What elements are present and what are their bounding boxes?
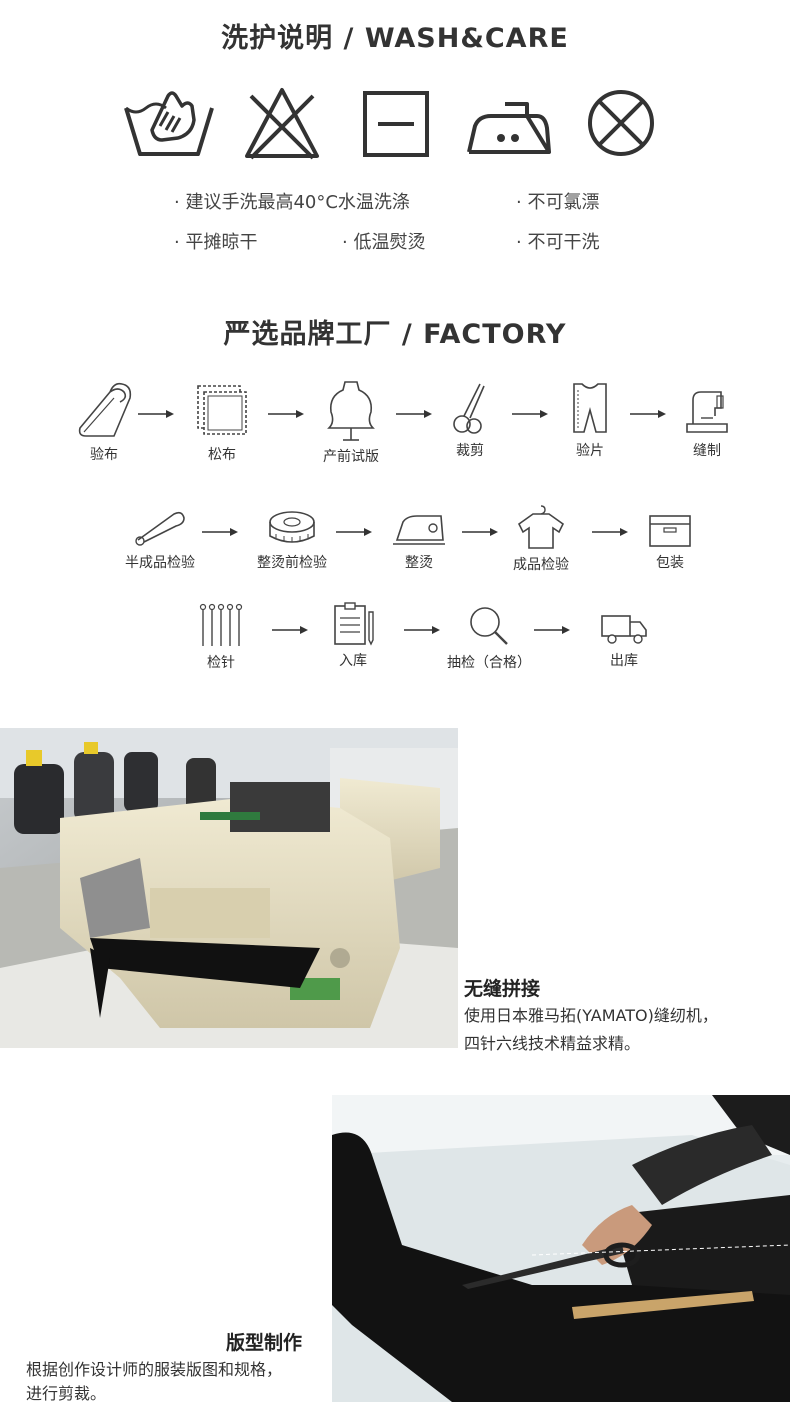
step-sewing: 缝制 bbox=[647, 380, 767, 460]
dry-flat-icon bbox=[362, 90, 430, 158]
step-label: 整烫 bbox=[405, 555, 433, 571]
no-bleach-icon bbox=[243, 84, 321, 162]
flow-arrow-icon bbox=[272, 626, 308, 634]
step-pre-production-sample: 产前试版 bbox=[291, 378, 411, 466]
sewing-machine-photo bbox=[0, 728, 458, 1048]
flow-arrow-icon bbox=[630, 410, 666, 418]
fabric-roll-icon bbox=[78, 382, 132, 437]
flow-arrow-icon bbox=[202, 528, 238, 536]
flow-arrow-icon bbox=[462, 528, 498, 536]
fabric-sheets-icon bbox=[197, 385, 247, 435]
care-bullet-iron-low: · 低温熨烫 bbox=[342, 232, 426, 253]
step-label: 半成品检验 bbox=[125, 555, 195, 571]
no-dry-clean-icon bbox=[586, 88, 656, 158]
step-warehousing: 入库 bbox=[293, 602, 413, 670]
feature-text-line-1: 根据创作设计师的服装版图和规格， bbox=[26, 1360, 283, 1379]
step-label: 包装 bbox=[656, 555, 684, 571]
step-label: 成品检验 bbox=[513, 557, 569, 573]
step-label: 检针 bbox=[207, 655, 235, 671]
step-label: 验布 bbox=[90, 447, 118, 463]
clipboard-icon bbox=[334, 602, 374, 646]
step-finished-product-inspection: 成品检验 bbox=[481, 504, 601, 574]
flow-arrow-icon bbox=[268, 410, 304, 418]
step-semi-finished-inspection: 半成品检验 bbox=[100, 504, 220, 572]
feature-title-pattern-making: 版型制作 bbox=[226, 1332, 303, 1354]
hanger-shirt-icon bbox=[517, 505, 565, 549]
step-ironing: 整烫 bbox=[359, 510, 479, 572]
feature-title-seamless: 无缝拼接 bbox=[464, 978, 541, 1000]
garment-piece-icon bbox=[573, 383, 607, 433]
flow-arrow-icon bbox=[534, 626, 570, 634]
needles-icon bbox=[199, 603, 243, 646]
flow-arrow-icon bbox=[404, 626, 440, 634]
step-packaging: 包装 bbox=[610, 514, 730, 572]
safety-pin-icon bbox=[135, 511, 185, 546]
step-label: 出库 bbox=[610, 653, 638, 669]
feature-text-line-2: 进行剪裁。 bbox=[26, 1384, 107, 1403]
step-shipping: 出库 bbox=[564, 610, 684, 670]
iron-low-icon bbox=[465, 96, 551, 158]
factory-title: 严选品牌工厂 / FACTORY bbox=[223, 319, 567, 350]
step-cutting: 裁剪 bbox=[410, 380, 530, 460]
box-icon bbox=[649, 515, 691, 547]
care-bullet-no-bleach: · 不可氯漂 bbox=[516, 192, 600, 213]
iron-icon bbox=[393, 515, 445, 545]
scissors-icon bbox=[453, 383, 485, 434]
step-sampling-inspection: 抽检（合格） bbox=[429, 604, 549, 672]
step-label: 缝制 bbox=[693, 443, 721, 459]
flow-arrow-icon bbox=[396, 410, 432, 418]
feature-text-line-2: 四针六线技术精益求精。 bbox=[464, 1034, 641, 1053]
feature-text-line-1: 使用日本雅马拓(YAMATO)缝纫机， bbox=[464, 1006, 718, 1025]
truck-icon bbox=[601, 615, 647, 644]
step-needle-detection: 检针 bbox=[161, 602, 281, 672]
step-label: 裁剪 bbox=[456, 443, 484, 459]
flow-arrow-icon bbox=[512, 410, 548, 418]
care-bullet-dry-flat: · 平摊晾干 bbox=[174, 232, 258, 253]
step-label: 抽检（合格） bbox=[447, 655, 531, 671]
step-label: 松布 bbox=[208, 447, 236, 463]
dress-form-icon bbox=[327, 381, 375, 441]
step-inspect-fabric: 验布 bbox=[44, 378, 164, 464]
magnifier-icon bbox=[470, 607, 508, 645]
tape-measure-icon bbox=[269, 511, 315, 543]
care-bullet-hand-wash: · 建议手洗最高40°C水温洗涤 bbox=[174, 192, 410, 213]
step-label: 整烫前检验 bbox=[257, 555, 327, 571]
step-pre-ironing-inspection: 整烫前检验 bbox=[232, 508, 352, 572]
step-inspect-pieces: 验片 bbox=[530, 380, 650, 460]
step-label: 产前试版 bbox=[323, 449, 379, 465]
step-label: 入库 bbox=[339, 653, 367, 669]
care-bullet-no-dry-clean: · 不可干洗 bbox=[516, 232, 600, 253]
step-loosen-fabric: 松布 bbox=[162, 380, 282, 464]
flow-arrow-icon bbox=[592, 528, 628, 536]
hand-wash-icon bbox=[122, 86, 216, 160]
fabric-cutting-photo bbox=[332, 1095, 790, 1402]
flow-arrow-icon bbox=[138, 410, 174, 418]
wash-care-title: 洗护说明 / WASH&CARE bbox=[221, 23, 569, 54]
flow-arrow-icon bbox=[336, 528, 372, 536]
step-label: 验片 bbox=[576, 443, 604, 459]
sewing-machine-icon bbox=[686, 391, 728, 433]
